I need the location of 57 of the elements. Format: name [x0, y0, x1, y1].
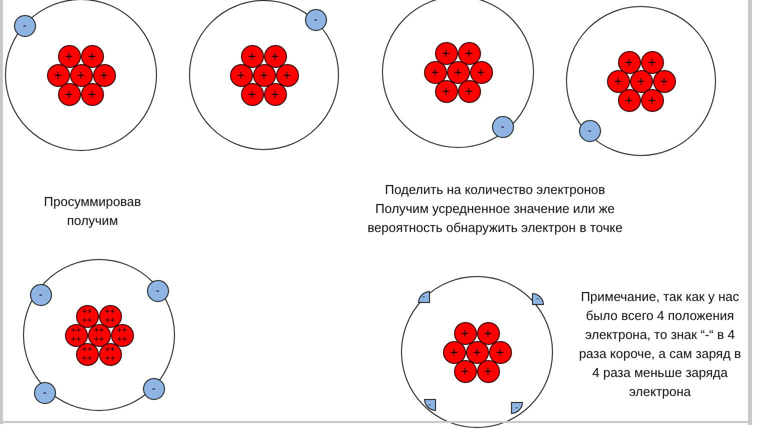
proton-circle: +: [424, 60, 446, 84]
proton-circle: +: [434, 42, 458, 64]
electron-circle: -: [146, 280, 169, 302]
orbit-circle: [23, 259, 175, 411]
orbit-circle: [401, 276, 553, 428]
electron-quarter: -: [418, 290, 430, 303]
proton-circle: ++ ++: [110, 324, 134, 346]
proton-circle: +: [80, 44, 104, 68]
electron-circle: -: [142, 378, 165, 400]
proton-circle: +: [46, 64, 70, 86]
electron-quarter: -: [424, 398, 436, 411]
electron-quarter: -: [510, 402, 523, 414]
orbit-circle: [382, 0, 534, 148]
proton-circle: +: [240, 82, 264, 106]
caption-text: Просуммировав получим: [42, 193, 142, 230]
proton-circle: +: [454, 360, 476, 382]
electron-circle: -: [578, 120, 601, 142]
electron-quarter: -: [532, 292, 544, 305]
orbit-circle: [5, 0, 157, 151]
electron-circle: -: [14, 14, 36, 37]
proton-circle: +: [476, 322, 500, 344]
proton-circle: +: [476, 360, 500, 382]
proton-circle: ++ ++: [76, 304, 98, 328]
proton-circle: +: [652, 70, 676, 92]
proton-circle: +: [264, 82, 286, 106]
proton-circle: +: [640, 88, 664, 112]
proton-circle: ++ ++: [98, 304, 122, 328]
proton-circle: +: [618, 88, 640, 112]
proton-circle: ++ ++: [64, 324, 88, 346]
proton-circle: +: [58, 44, 80, 68]
proton-circle: ++ ++: [76, 342, 98, 366]
proton-circle: +: [470, 60, 492, 84]
note-text: Примечание, так как у нас было всего 4 положения электрона, то знак “-“ в 4 раза короче, а сам заряд в 4 раза меньше заряда электрона: [578, 288, 742, 401]
proton-circle: +: [276, 64, 298, 86]
proton-circle: +: [640, 50, 664, 74]
proton-circle: ++ ++: [98, 342, 122, 366]
orbit-circle: [189, 0, 339, 150]
proton-circle: +: [454, 322, 476, 344]
proton-circle: +: [488, 340, 512, 364]
orbit-circle: [566, 6, 716, 156]
proton-circle: +: [230, 64, 252, 86]
electron-circle: -: [492, 116, 514, 138]
proton-circle: +: [92, 64, 116, 86]
electron-circle: -: [34, 382, 56, 404]
proton-circle: +: [618, 50, 640, 74]
caption-text: Поделить на количество электронов Получим усредненное значение или же вероятность обнаружить электрон в точке: [366, 181, 624, 237]
proton-circle: +: [58, 82, 80, 106]
proton-circle: +: [442, 340, 466, 364]
proton-circle: +: [434, 80, 458, 102]
electron-circle: -: [304, 8, 327, 31]
proton-circle: +: [240, 44, 264, 68]
proton-circle: +: [458, 80, 480, 102]
proton-circle: +: [458, 42, 480, 64]
proton-circle: +: [606, 70, 630, 92]
proton-circle: +: [264, 44, 286, 68]
electron-circle: -: [30, 284, 52, 306]
proton-circle: +: [80, 82, 104, 106]
